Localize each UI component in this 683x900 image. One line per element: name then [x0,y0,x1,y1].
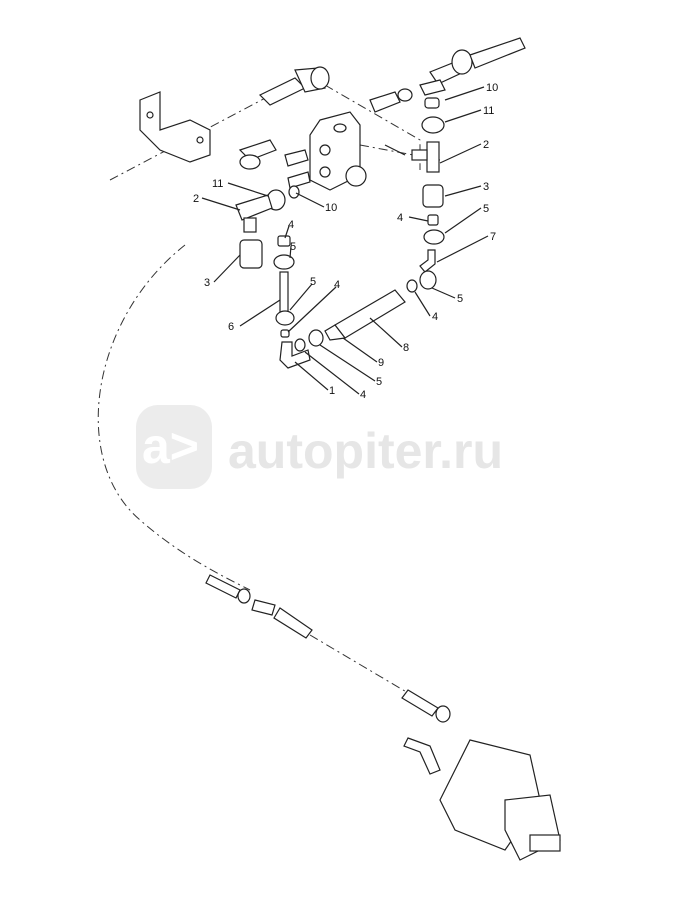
control-valve [238,79,446,191]
callout-label: 4 [397,212,403,224]
watermark-logo [136,405,212,489]
callout-label: 3 [204,277,210,289]
left-fitting-stack [235,185,324,369]
callout-label: 4 [432,311,438,323]
callout-label: 2 [193,193,199,205]
callout-label: 4 [360,389,366,401]
watermark-text: autopiter.ru [228,423,503,479]
callout-label: 10 [325,202,337,214]
hose-line-long [97,244,251,591]
callout-label: 4 [288,219,294,231]
callout-label: 5 [310,276,316,288]
callout-label: 4 [334,279,340,291]
watermark: a> autopiter.ru [136,405,503,489]
callout-label: 3 [483,181,489,193]
callout-label: 5 [376,376,382,388]
hose-line-valve [324,84,421,170]
callout-label: 10 [486,82,498,94]
callouts: 10 11 2 3 5 4 7 5 4 8 9 5 4 1 6 5 4 4 5 … [193,82,498,401]
callout-label: 7 [490,231,496,243]
callout-label: 9 [378,357,384,369]
callout-label: 2 [483,139,489,151]
watermark-logo-text: a> [142,418,199,474]
callout-label: 5 [457,293,463,305]
lower-hose-and-pump [205,574,561,861]
callout-label: 11 [483,105,494,117]
callout-label: 5 [483,203,489,215]
callout-label: 1 [329,385,335,397]
hose-top [258,37,526,106]
right-fitting-stack [411,97,445,273]
callout-label: 6 [228,321,234,333]
callout-label: 8 [403,342,409,354]
mounting-bracket [139,91,211,163]
callout-label: 5 [290,241,296,253]
inline-filter [324,270,437,341]
callout-label: 11 [212,178,223,190]
leader-lines [201,86,489,395]
hose-line-lower [309,634,421,701]
